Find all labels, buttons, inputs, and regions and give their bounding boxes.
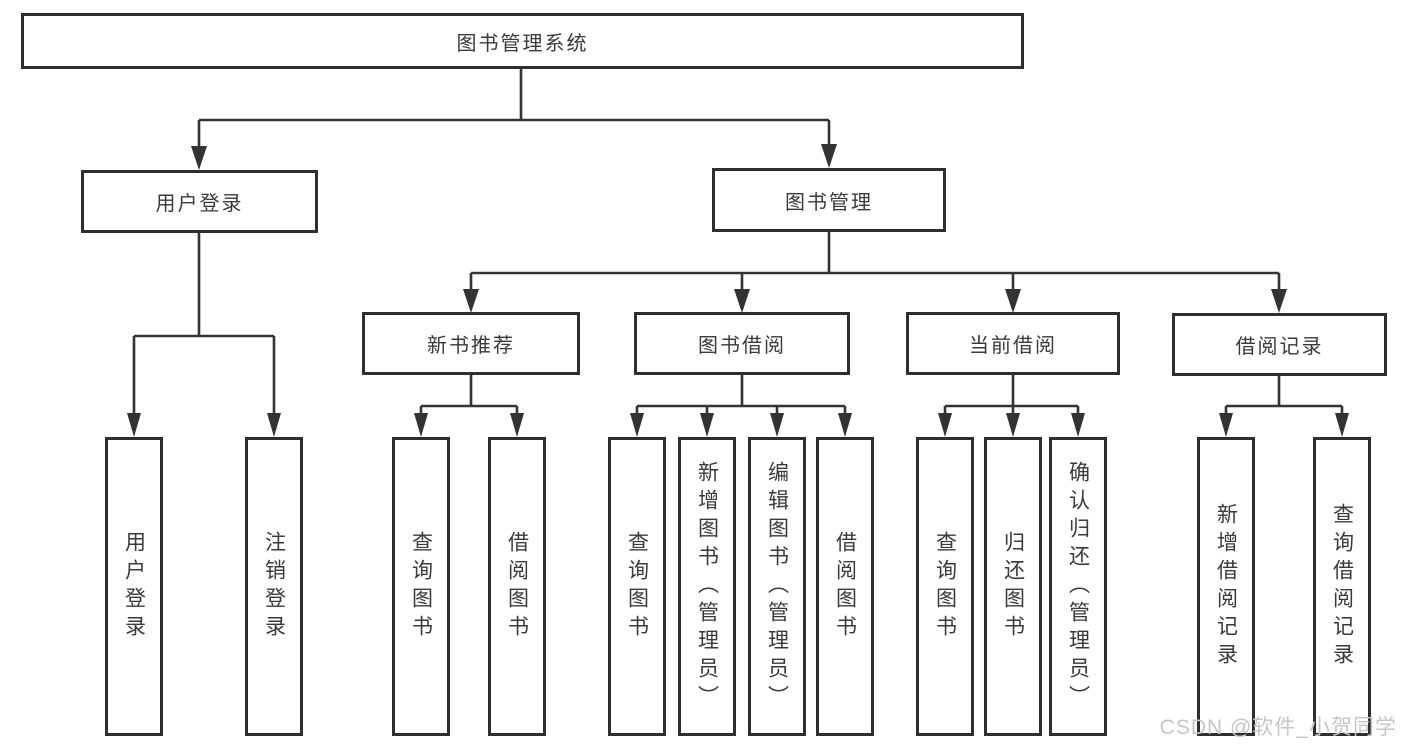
leaf-label: 注销登录 — [262, 530, 286, 643]
leaf-logout: 注销登录 — [245, 437, 303, 736]
leaf-user-login: 用户登录 — [105, 437, 163, 736]
leaf-newbook-borrow: 借阅图书 — [488, 437, 546, 736]
node-new-book: 新书推荐 — [362, 312, 580, 375]
leaf-borrow-add: 新增图书（管理员） — [678, 437, 736, 736]
leaf-label: 归还图书 — [1001, 530, 1025, 643]
leaf-label: 新增图书（管理员） — [695, 460, 719, 713]
leaf-current-query: 查询图书 — [916, 437, 974, 736]
node-current-borrow-label: 当前借阅 — [969, 335, 1057, 357]
leaf-label: 查询借阅记录 — [1330, 502, 1354, 671]
node-book-borrow-label: 图书借阅 — [698, 335, 786, 357]
leaf-label: 借阅图书 — [833, 530, 857, 643]
leaf-current-confirm: 确认归还（管理员） — [1049, 437, 1107, 736]
watermark: CSDN @软件_小贺同学 — [1159, 716, 1397, 739]
node-user-login-label: 用户登录 — [155, 193, 244, 215]
leaf-record-add: 新增借阅记录 — [1197, 437, 1255, 736]
arrowheads — [127, 144, 1349, 437]
leaf-label: 查询图书 — [933, 530, 957, 643]
connector-stems — [132, 69, 1344, 416]
leaf-newbook-query: 查询图书 — [392, 437, 450, 736]
leaf-label: 确认归还（管理员） — [1066, 460, 1090, 713]
leaf-label: 新增借阅记录 — [1214, 502, 1238, 671]
node-borrow-record-label: 借阅记录 — [1235, 336, 1324, 358]
node-book-borrow: 图书借阅 — [634, 312, 850, 375]
node-book-mgmt-label: 图书管理 — [785, 191, 873, 214]
leaf-label: 借阅图书 — [505, 530, 529, 643]
node-book-mgmt: 图书管理 — [712, 168, 946, 232]
leaf-label: 用户登录 — [122, 530, 146, 643]
node-root-label: 图书管理系统 — [456, 32, 589, 55]
leaf-current-return: 归还图书 — [984, 437, 1042, 736]
leaf-label: 查询图书 — [409, 530, 433, 643]
leaf-label: 编辑图书（管理员） — [765, 460, 789, 713]
node-current-borrow: 当前借阅 — [906, 312, 1120, 375]
leaf-borrow-borrow: 借阅图书 — [816, 437, 874, 736]
leaf-record-query: 查询借阅记录 — [1313, 437, 1371, 736]
node-new-book-label: 新书推荐 — [427, 335, 515, 357]
leaf-borrow-query: 查询图书 — [608, 437, 666, 736]
leaf-label: 查询图书 — [625, 530, 649, 643]
leaf-borrow-edit: 编辑图书（管理员） — [748, 437, 806, 736]
node-user-login: 用户登录 — [81, 170, 318, 233]
node-borrow-record: 借阅记录 — [1172, 313, 1387, 376]
node-root: 图书管理系统 — [21, 13, 1024, 69]
